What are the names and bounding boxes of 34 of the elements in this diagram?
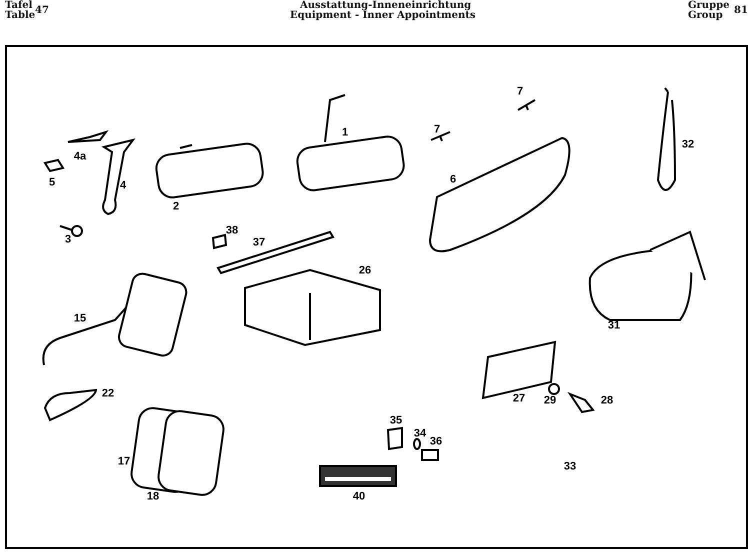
callout-number: 34 bbox=[414, 428, 426, 440]
callout-number: 22 bbox=[102, 388, 114, 400]
callout-number: 26 bbox=[358, 266, 372, 276]
callout-number: 1 bbox=[342, 128, 348, 138]
callout-number: 40 bbox=[352, 492, 366, 502]
callout-number: 29 bbox=[544, 396, 556, 406]
callout-number: 33 bbox=[564, 462, 576, 472]
page-number: 47 bbox=[35, 6, 49, 16]
page-label: Table bbox=[5, 11, 36, 21]
callout-number: 5 bbox=[48, 178, 56, 188]
callout-number: 4 bbox=[120, 180, 126, 192]
group-number: 81 bbox=[734, 6, 748, 16]
callout-number: 2 bbox=[172, 202, 180, 212]
callout-number: 35 bbox=[390, 416, 402, 426]
callout-number: 7 bbox=[516, 86, 524, 98]
group-label: Gruppe bbox=[688, 1, 730, 11]
callout-number: 3 bbox=[64, 234, 72, 246]
callout-number: 27 bbox=[512, 394, 526, 404]
callout-number: 38 bbox=[226, 226, 238, 236]
callout-number: 31 bbox=[608, 320, 620, 332]
callout-number: 28 bbox=[600, 396, 614, 406]
callout-number: 4a bbox=[74, 152, 86, 162]
callout-number: 6 bbox=[450, 174, 456, 186]
page-label: Tafel bbox=[5, 1, 32, 11]
callout-number: 17 bbox=[118, 456, 130, 468]
page-heading: Equipment - Inner Appointments bbox=[290, 11, 476, 21]
callout-number: 7 bbox=[434, 124, 440, 136]
page-heading: Ausstattung-Inneneinrichtung bbox=[300, 1, 472, 11]
group-label: Group bbox=[688, 11, 723, 21]
callout-number: 18 bbox=[146, 492, 160, 502]
callout-number: 36 bbox=[430, 436, 442, 448]
callout-number: 32 bbox=[682, 140, 694, 150]
callout-number: 15 bbox=[74, 314, 86, 324]
callout-number: 37 bbox=[252, 238, 266, 248]
